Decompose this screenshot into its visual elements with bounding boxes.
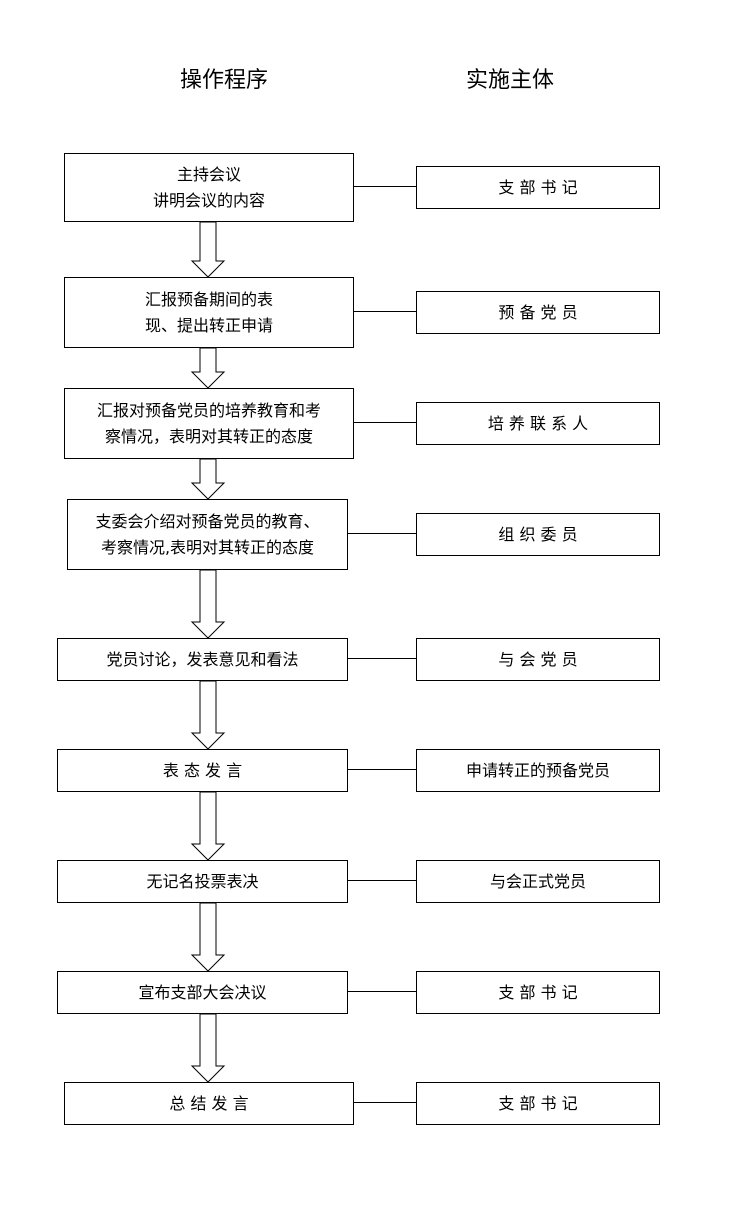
executor-3-box: 培 养 联 系 人 [416,402,660,445]
step-6-line-1: 表 态 发 言 [162,760,243,780]
executor-2-box: 预 备 党 员 [416,291,660,334]
step-9-line-1: 总 结 发 言 [169,1093,249,1113]
step-4-box: 支委会介绍对预备党员的教育、 考察情况,表明对其转正的态度 [67,499,348,570]
step-1-line-1: 主持会议 [176,164,241,184]
executor-6-box: 申请转正的预备党员 [416,749,660,792]
flow-arrow-6 [190,791,226,861]
flow-arrow-5 [190,680,226,750]
step-1-box: 主持会议 讲明会议的内容 [64,153,354,222]
flow-arrow-7 [190,902,226,972]
step-4-line-2: 考察情况,表明对其转正的态度 [100,537,315,557]
executor-5-label: 与 会 党 员 [498,649,578,669]
step-2-line-2: 现、提出转正申请 [144,315,273,335]
executor-5-box: 与 会 党 员 [416,638,660,681]
executor-7-label: 与会正式党员 [489,871,586,891]
heading-executor: 实施主体 [465,68,554,93]
step-2-line-1: 汇报预备期间的表 [144,289,273,309]
heading-procedure: 操作程序 [179,68,268,93]
flow-arrow-4 [190,569,226,639]
step-3-line-2: 察情况，表明对其转正的态度 [104,426,313,446]
flow-arrow-3 [190,458,226,500]
executor-3-label: 培 养 联 系 人 [487,413,589,433]
step-2-box: 汇报预备期间的表 现、提出转正申请 [64,277,354,348]
step-8-line-1: 宣布支部大会决议 [138,982,267,1002]
step-7-box: 无记名投票表决 [57,860,348,903]
step-5-box: 党员讨论，发表意见和看法 [57,638,348,681]
step-6-box: 表 态 发 言 [57,749,348,792]
executor-1-label: 支 部 书 记 [498,177,578,197]
step-4-line-1: 支委会介绍对预备党员的教育、 [95,511,320,531]
executor-9-label: 支 部 书 记 [498,1093,578,1113]
executor-4-label: 组 织 委 员 [498,524,578,544]
executor-8-label: 支 部 书 记 [498,982,578,1002]
flow-arrow-8 [190,1013,226,1083]
executor-9-box: 支 部 书 记 [416,1082,660,1125]
step-8-box: 宣布支部大会决议 [57,971,348,1014]
step-3-line-1: 汇报对预备党员的培养教育和考 [96,400,321,420]
executor-8-box: 支 部 书 记 [416,971,660,1014]
step-1-line-2: 讲明会议的内容 [152,190,265,210]
flow-arrow-1 [190,221,226,278]
executor-6-label: 申请转正的预备党员 [465,760,610,780]
flow-arrow-2 [190,347,226,389]
step-9-box: 总 结 发 言 [64,1082,354,1125]
executor-2-label: 预 备 党 员 [498,302,578,322]
step-5-line-1: 党员讨论，发表意见和看法 [106,649,299,669]
step-3-box: 汇报对预备党员的培养教育和考 察情况，表明对其转正的态度 [64,388,354,459]
step-7-line-1: 无记名投票表决 [146,871,259,891]
executor-7-box: 与会正式党员 [416,860,660,903]
executor-4-box: 组 织 委 员 [416,513,660,556]
executor-1-box: 支 部 书 记 [416,166,660,209]
